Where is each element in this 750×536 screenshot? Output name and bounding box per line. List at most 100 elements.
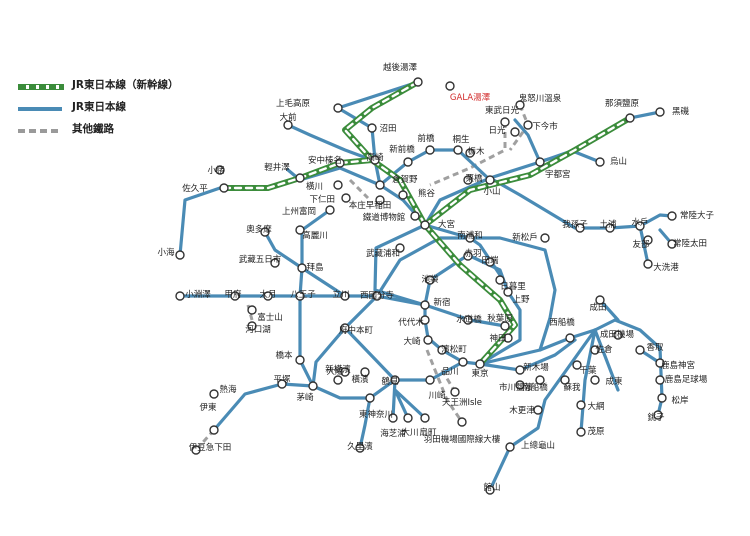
station-tateyama (485, 485, 495, 495)
station-fuchu-hommachi (340, 323, 350, 333)
station-label-nishi-funabashi: 西船橋 (549, 317, 575, 328)
station-label-okawa: 大川 (401, 427, 418, 438)
station-oarai (643, 259, 653, 269)
station-label-naruto: 成東 (605, 376, 623, 387)
station-ichikawa-shiohama (515, 380, 525, 390)
station-label-fuchu-hommachi: 府中本町 (339, 325, 374, 336)
station-izukyu-shimoda (191, 445, 201, 455)
station-higashi-kanagawa (365, 393, 375, 403)
station-label-tetsudo-hakubutsukan: 鐵道博物館 (363, 212, 406, 223)
station-tetsudo-hakubutsukan (410, 211, 420, 221)
station-tabata (485, 257, 495, 267)
other-line-haneda (425, 349, 464, 423)
station-kawasaki (425, 375, 435, 385)
jr-lines (178, 80, 674, 492)
station-label-kinugawa-onsen: 鬼怒川溫泉 (519, 93, 562, 104)
station-label-maebashi: 前橋 (417, 133, 435, 144)
station-label-koumi: 小海 (157, 247, 175, 258)
station-label-osaki: 大崎 (403, 336, 421, 347)
station-label-kuragano: 倉賀野 (392, 174, 418, 185)
station-oami (576, 400, 586, 410)
station-akabane (463, 251, 473, 261)
station-label-umishibaura: 海芝浦 (380, 428, 406, 439)
station-numata (367, 123, 377, 133)
station-ofuna (333, 375, 343, 385)
legend-item-shinkansen: JR東日本線（新幹線） (18, 76, 218, 98)
station-label-kuroiso: 黑磯 (672, 106, 690, 117)
station-minami-funabashi (535, 375, 545, 385)
station-label-nishi-kokubunji: 西國分寺 (360, 291, 395, 301)
line-agatsuma (286, 123, 374, 162)
station-label-izukyu-shimoda: 伊豆急下田 (189, 442, 232, 453)
station-tachikawa (340, 291, 350, 301)
station-label-otsuki: 大月 (259, 289, 276, 300)
station-label-shimonita: 下仁田 (309, 194, 335, 205)
station-label-haneda: 羽田機場國際線大樓 (424, 434, 501, 445)
station-label-kashima-jingu: 鹿島神宮 (661, 360, 695, 371)
line-uchibo (488, 328, 597, 492)
station-nishi-funabashi (565, 333, 575, 343)
station-label-kawasaki: 川崎 (428, 390, 446, 401)
station-label-karuizawa: 輕井澤 (264, 162, 290, 173)
station-kamimoku-kogen (333, 103, 343, 113)
station-kinugawa-onsen (515, 100, 525, 110)
other-line-jomo (348, 178, 370, 200)
station-kazusa-kameyama (505, 442, 515, 452)
station-akihabara (500, 321, 510, 331)
line-nambu (343, 326, 397, 382)
station-label-kamisuwa: 上州富岡 (282, 206, 316, 217)
line-shinetsu (286, 166, 382, 187)
station-label-sakura: 佐倉 (595, 344, 613, 355)
line-mito (488, 176, 642, 230)
station-matsugishi (657, 393, 667, 403)
station-hamamatsucho (437, 345, 447, 355)
station-shinyokohama (340, 367, 350, 377)
map-legend: JR東日本線（新幹線） JR東日本線 其他鐵路 (18, 76, 218, 142)
station-yokohama (360, 367, 370, 377)
station-nippori (495, 275, 505, 285)
station-label-kisarazu: 木更津 (509, 405, 535, 416)
station-chigasaki (308, 381, 318, 391)
station-kisarazu (533, 405, 543, 415)
station-tokyo (475, 359, 485, 369)
station-narita (595, 295, 605, 305)
station-kashima-jingu (655, 358, 665, 368)
station-label-nikko: 日光 (488, 125, 506, 136)
station-label-shinagawa: 品川 (441, 367, 458, 377)
station-shinjuku (420, 300, 430, 310)
station-label-minami-urawa: 南浦和 (457, 230, 483, 241)
station-hiratsuka (277, 379, 287, 389)
station-kuroiso (655, 107, 665, 117)
station-label-omae: 大前 (279, 112, 297, 123)
station-label-ichikawa-shiohama: 市川鹽濱 (499, 382, 534, 393)
station-label-mito: 水戶 (631, 217, 648, 228)
station-label-akihabara: 秋葉原 (487, 313, 513, 324)
station-label-tsuchiura: 土浦 (599, 219, 617, 230)
station-label-kurihashi: 栗橋 (465, 173, 483, 184)
station-takasaki (370, 155, 380, 165)
station-hitachi-daigo (667, 211, 677, 221)
station-utsunomiya (535, 157, 545, 167)
station-shimonita (341, 193, 351, 203)
station-label-oyama: 小山 (483, 186, 500, 197)
station-fujisan (247, 305, 257, 315)
line-yokosuka (358, 396, 372, 450)
station-echigo-yuzawa (413, 77, 423, 87)
station-label-kobuchizawa: 小淵澤 (185, 289, 211, 300)
line-kawagoe (373, 223, 427, 307)
station-soga (560, 375, 570, 385)
station-label-tokyo: 東京 (471, 368, 488, 379)
station-label-honjo-waseda: 本庄早稲田 (349, 200, 392, 211)
station-labels: 越後湯澤GALA湯澤上毛高原鬼怒川溫泉東武日光日光下今市那須鹽原黑磯烏山宇都宮小… (157, 62, 714, 493)
station-label-tsurumi: 鶴見 (381, 376, 399, 387)
station-musashi-itsukaichi (270, 258, 280, 268)
station-label-kashima-soccer: 鹿島足球場 (665, 374, 708, 385)
station-musashi-urawa (395, 243, 405, 253)
station-label-kofu: 甲府 (224, 289, 242, 300)
station-tsuchiura (605, 223, 615, 233)
station-chiba (572, 360, 582, 370)
station-katori (635, 345, 645, 355)
station-hachioji (295, 291, 305, 301)
station-label-choshi: 銚子 (647, 412, 665, 423)
station-label-hachioji: 八王子 (290, 290, 316, 300)
